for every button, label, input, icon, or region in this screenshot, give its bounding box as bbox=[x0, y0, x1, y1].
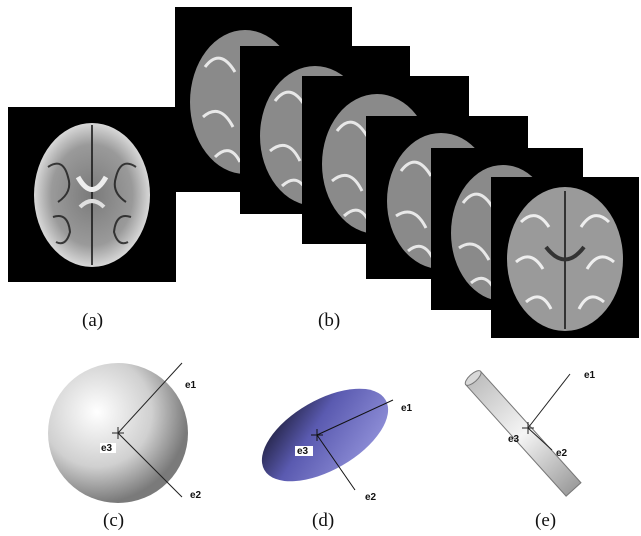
caption-a: (a) bbox=[82, 310, 103, 332]
cylinder-e3-label: e3 bbox=[508, 434, 520, 445]
caption-d: (d) bbox=[312, 510, 334, 532]
brain-slice-stack-6 bbox=[491, 177, 639, 338]
cylinder-tensor: e1 e2 e3 bbox=[460, 360, 610, 500]
caption-e: (e) bbox=[535, 510, 556, 532]
sphere-e3-label: e3 bbox=[101, 443, 113, 454]
caption-b: (b) bbox=[318, 310, 340, 332]
ellipsoid-e3-label: e3 bbox=[297, 446, 309, 457]
ellipsoid-tensor: e1 e2 e3 bbox=[255, 375, 425, 505]
sphere-e2-label: e2 bbox=[190, 490, 202, 501]
caption-c: (c) bbox=[103, 510, 124, 532]
brain-slice-a bbox=[8, 107, 176, 282]
cylinder-e1-label: e1 bbox=[584, 370, 596, 381]
sphere-e1-label: e1 bbox=[185, 380, 197, 391]
ellipsoid-e1-label: e1 bbox=[401, 403, 413, 414]
cylinder-e2-label: e2 bbox=[556, 448, 568, 459]
sphere-tensor: e1 e2 e3 bbox=[40, 355, 210, 515]
ellipsoid-e2-label: e2 bbox=[365, 492, 377, 503]
